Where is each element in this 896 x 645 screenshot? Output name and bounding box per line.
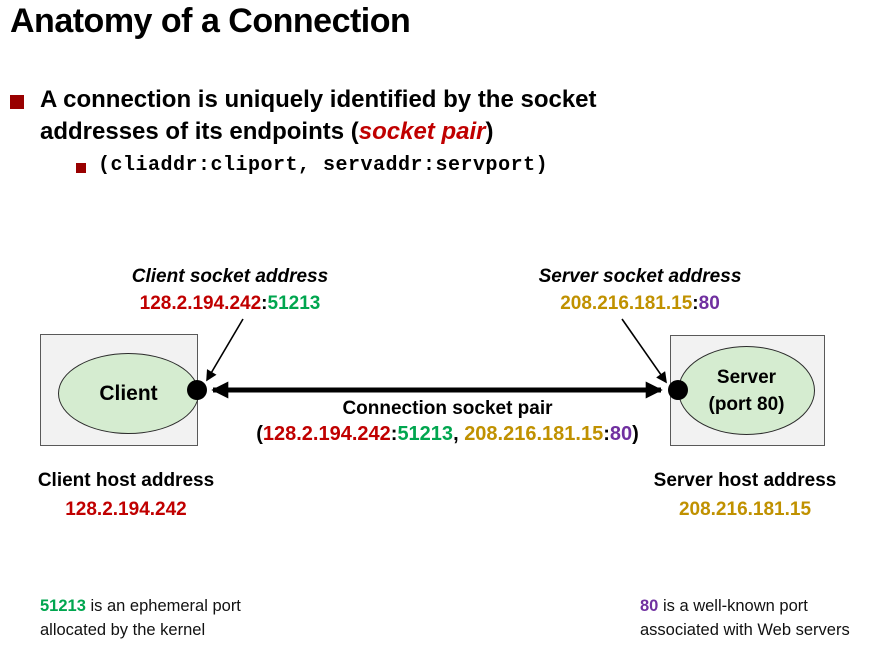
server-node-ellipse: Server (port 80) <box>678 346 815 435</box>
client-socket-address-value: 128.2.194.242:51213 <box>85 290 375 317</box>
client-socket-address-title: Client socket address <box>131 266 329 287</box>
server-ip: 208.216.181.15 <box>560 293 693 314</box>
sub-bullet-square-icon <box>76 163 86 173</box>
client-socket-address-label: Client socket address 128.2.194.242:5121… <box>85 263 375 317</box>
server-socket-address-value: 208.216.181.15:80 <box>495 290 785 317</box>
client-host-box: Client <box>40 334 199 446</box>
main-bullet-line1: A connection is uniquely identified by t… <box>40 86 597 113</box>
main-bullet-line2-prefix: addresses of its endpoints ( <box>40 118 359 145</box>
server-socket-pointer-arrow <box>621 318 667 384</box>
server-port: 80 <box>698 293 720 314</box>
pair-server-ip: 208.216.181.15 <box>464 423 604 445</box>
server-socket-sep: : <box>692 293 699 314</box>
bullet-square-icon <box>10 95 24 109</box>
ephemeral-port-text1: is an ephemeral port <box>85 597 241 615</box>
pair-close: ) <box>632 423 639 445</box>
well-known-port-number: 80 <box>640 597 659 615</box>
pair-server-port: 80 <box>609 423 633 445</box>
client-host-address-title: Client host address <box>37 470 215 491</box>
ephemeral-port-note: 51213 is an ephemeral port allocated by t… <box>40 594 360 642</box>
server-host-address-value: 208.216.181.15 <box>678 499 812 520</box>
client-ip: 128.2.194.242 <box>139 293 262 314</box>
client-node-ellipse: Client <box>58 353 199 434</box>
client-port: 51213 <box>267 293 321 314</box>
pair-sep2: : <box>603 423 610 445</box>
connection-socket-pair-label: Connection socket pair (128.2.194.242:51… <box>215 396 680 447</box>
client-socket-pointer-arrow <box>206 318 244 382</box>
connection-socket-pair-title: Connection socket pair <box>342 398 553 419</box>
well-known-port-note: 80 is a well-known port associated with W… <box>640 594 896 642</box>
pair-client-port: 51213 <box>397 423 454 445</box>
server-socket-address-title: Server socket address <box>538 266 742 287</box>
client-host-address-value: 128.2.194.242 <box>65 499 187 520</box>
ephemeral-port-number: 51213 <box>40 597 86 615</box>
server-socket-address-label: Server socket address 208.216.181.15:80 <box>495 263 785 317</box>
slide-title: Anatomy of a Connection <box>10 2 411 40</box>
well-known-port-text1: is a well-known port <box>658 597 808 615</box>
ephemeral-port-text2: allocated by the kernel <box>40 621 206 639</box>
pair-open: ( <box>256 423 263 445</box>
pair-comma: , <box>453 423 465 445</box>
server-host-address-title: Server host address <box>653 470 837 491</box>
main-bullet: A connection is uniquely identified by t… <box>40 84 720 148</box>
client-socket-sep: : <box>261 293 268 314</box>
connection-socket-pair-value: (128.2.194.242:51213, 208.216.181.15:80) <box>215 421 680 447</box>
well-known-port-text2: associated with Web servers <box>640 621 850 639</box>
server-node-label-line1: Server <box>716 366 777 388</box>
main-bullet-line2-suffix: ) <box>485 118 494 145</box>
server-node-label-line2: (port 80) <box>708 393 785 415</box>
client-host-address: Client host address 128.2.194.242 <box>21 466 231 524</box>
server-host-box: Server (port 80) <box>670 335 825 446</box>
server-host-address: Server host address 208.216.181.15 <box>640 466 850 524</box>
socket-pair-emphasis: socket pair <box>358 118 486 145</box>
client-node-label: Client <box>99 381 158 405</box>
socket-pair-code: (cliaddr:cliport, servaddr:servport) <box>98 154 549 177</box>
pair-sep1: : <box>390 423 398 445</box>
pair-client-ip: 128.2.194.242 <box>262 423 391 445</box>
